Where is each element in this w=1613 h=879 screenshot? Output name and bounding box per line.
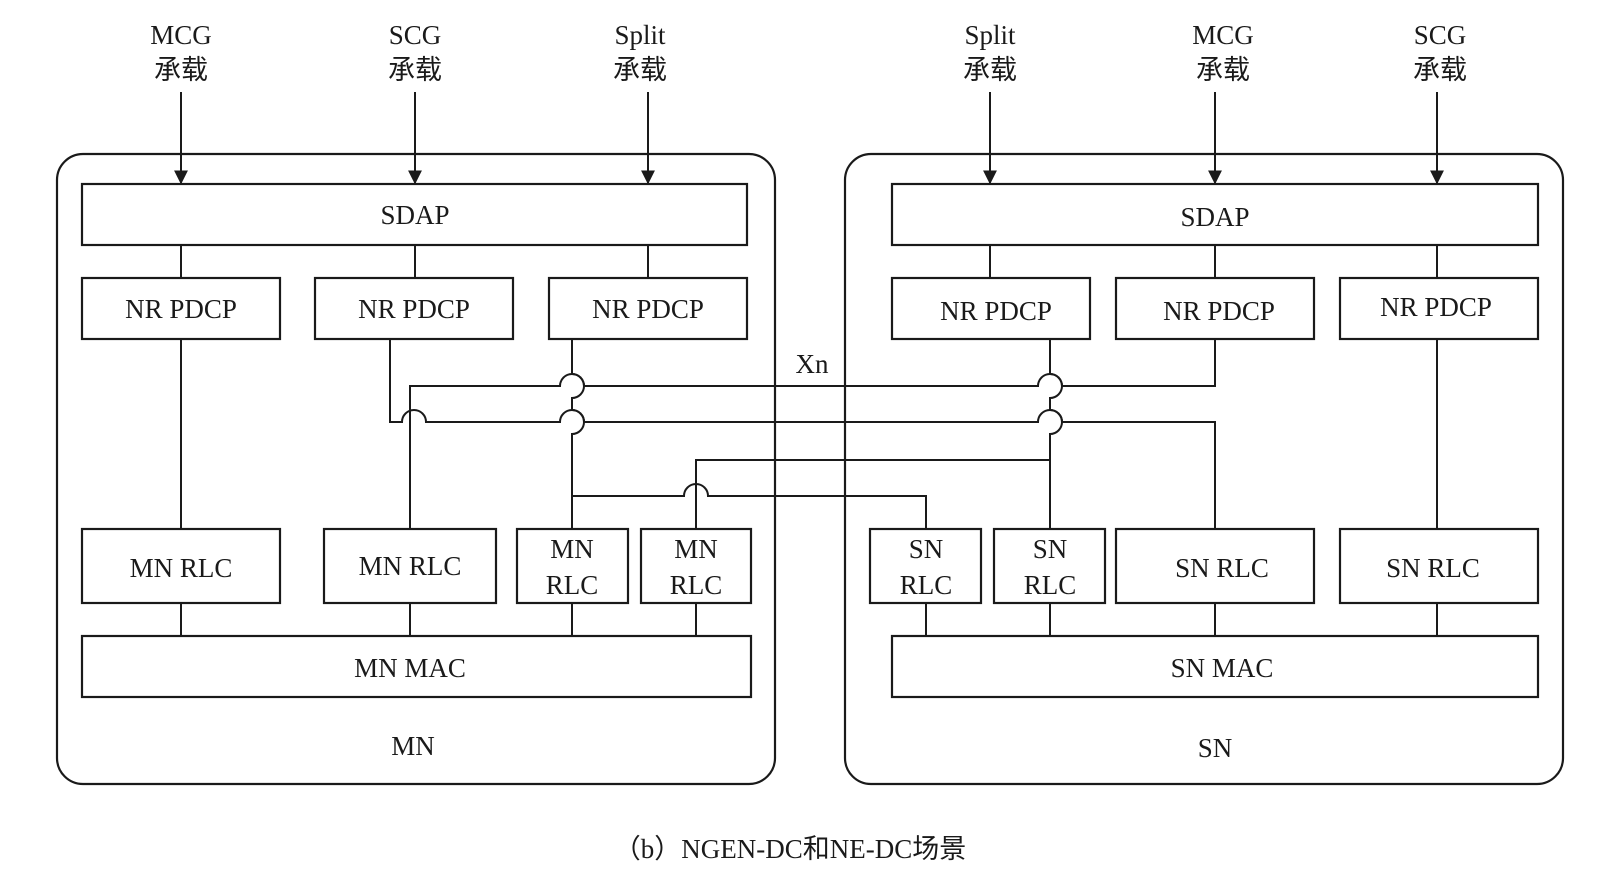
mn-rlc-split-2: MN RLC [639,527,753,605]
svg-text:NR PDCP: NR PDCP [592,294,704,324]
svg-text:SN: SN [909,534,944,564]
svg-text:承载: 承载 [613,55,667,85]
bearer-mcg-mn: MCG 承载 [150,20,212,185]
svg-text:Split: Split [964,20,1016,50]
sn-node-label: SN [1198,733,1233,763]
mn-pdcp-mcg: NR PDCP [80,276,282,341]
svg-text:承载: 承载 [388,55,442,85]
svg-text:承载: 承载 [1196,55,1250,85]
mn-pdcp-split: NR PDCP [547,276,749,341]
svg-text:MCG: MCG [150,20,212,50]
mn-pdcp-scg: NR PDCP [313,276,515,341]
mn-rlc-scg: MN RLC [322,527,498,605]
bearer-split-mn: Split 承载 [613,20,667,185]
svg-text:SCG: SCG [1414,20,1467,50]
svg-text:NR PDCP: NR PDCP [1163,296,1275,326]
svg-text:SCG: SCG [389,20,442,50]
bearer-scg-mn: SCG 承载 [388,20,442,185]
mn-rlc-split-1: MN RLC [515,527,630,605]
bearer-split-sn: Split 承载 [963,20,1017,185]
sn-sdap: SDAP [890,182,1540,247]
svg-text:NR PDCP: NR PDCP [940,296,1052,326]
xn-routing-lines [389,339,1216,529]
svg-text:SDAP: SDAP [1180,202,1249,232]
svg-text:MCG: MCG [1192,20,1254,50]
mn-node-label: MN [391,731,435,761]
mn-mac: MN MAC [80,634,753,699]
bearer-scg-sn: SCG 承载 [1413,20,1467,185]
sn-pdcp-scg: NR PDCP [1338,276,1540,341]
svg-text:SN MAC: SN MAC [1171,653,1274,683]
svg-text:SN RLC: SN RLC [1386,553,1480,583]
svg-text:MN RLC: MN RLC [130,553,233,583]
mn-rlc-mcg: MN RLC [80,527,282,605]
sn-rlc-split-2: SN RLC [992,527,1107,605]
svg-text:MN: MN [674,534,718,564]
sn-node-container [843,152,1565,786]
xn-interface-label: Xn [796,349,829,379]
sn-pdcp-split: NR PDCP [890,276,1092,341]
svg-text:MN: MN [550,534,594,564]
svg-text:NR PDCP: NR PDCP [125,294,237,324]
sn-rlc-scg: SN RLC [1338,527,1540,605]
svg-text:RLC: RLC [546,570,599,600]
svg-text:NR PDCP: NR PDCP [358,294,470,324]
sn-rlc-split-1: SN RLC [868,527,983,605]
internal-links [180,245,1438,636]
svg-text:RLC: RLC [670,570,723,600]
svg-text:SDAP: SDAP [380,200,449,230]
svg-text:Split: Split [614,20,666,50]
svg-text:承载: 承载 [154,55,208,85]
svg-text:RLC: RLC [900,570,953,600]
mn-node-container [55,152,777,786]
figure-caption: （b）NGEN-DC和NE-DC场景 [614,834,966,864]
svg-text:承载: 承载 [963,55,1017,85]
svg-text:SN: SN [1033,534,1068,564]
bearer-mcg-sn: MCG 承载 [1192,20,1254,185]
sn-rlc-mcg: SN RLC [1114,527,1316,605]
svg-text:RLC: RLC [1024,570,1077,600]
svg-text:MN MAC: MN MAC [354,653,466,683]
sn-mac: SN MAC [890,634,1540,699]
mn-sdap: SDAP [80,182,749,247]
sn-pdcp-mcg: NR PDCP [1114,276,1316,341]
svg-text:承载: 承载 [1413,55,1467,85]
svg-text:SN RLC: SN RLC [1175,553,1269,583]
svg-text:MN RLC: MN RLC [359,551,462,581]
svg-text:NR PDCP: NR PDCP [1380,292,1492,322]
